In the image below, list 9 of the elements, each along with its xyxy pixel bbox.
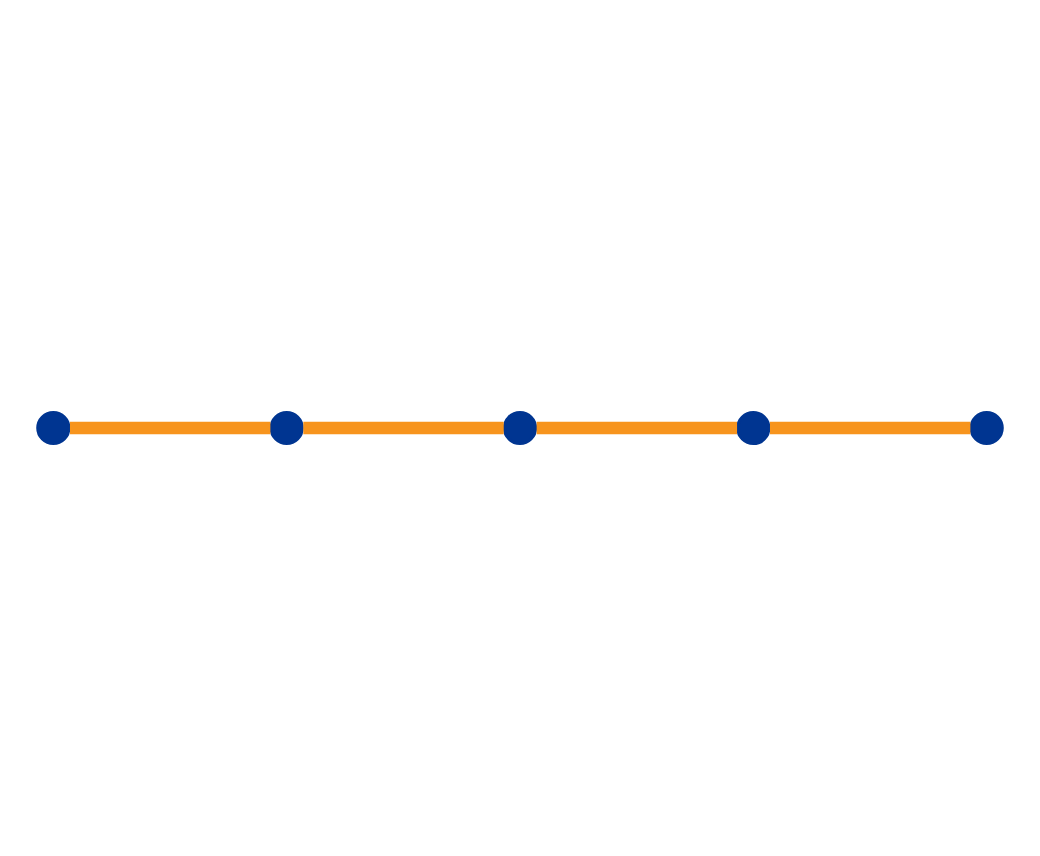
node-circle: [502, 410, 538, 446]
connector: [770, 421, 971, 435]
connector: [303, 421, 504, 435]
node-circle: [36, 410, 71, 446]
connector: [70, 421, 271, 435]
node-circle: [269, 410, 304, 446]
connector: [536, 421, 738, 435]
node-circle: [969, 410, 1004, 446]
node-circle: [736, 410, 771, 446]
